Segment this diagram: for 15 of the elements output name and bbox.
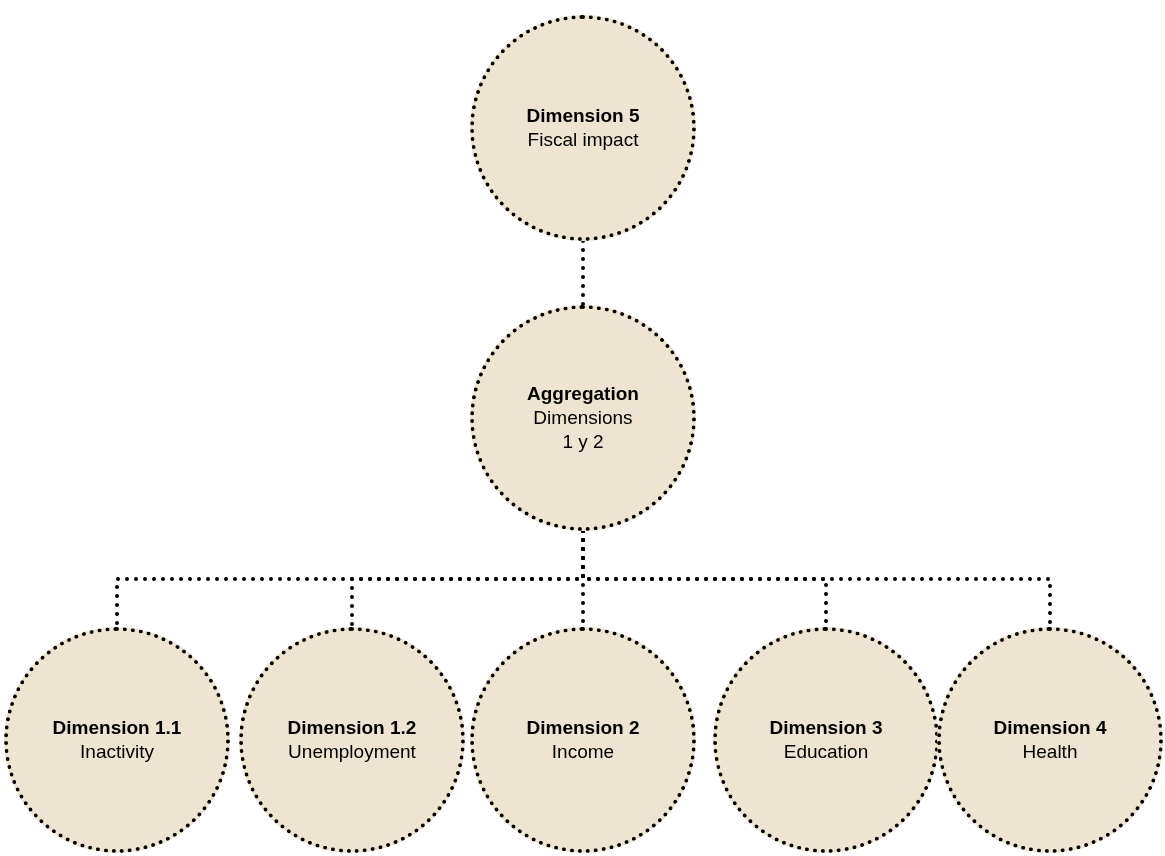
circle-heading: Dimension 5 — [526, 104, 640, 128]
circle-heading: Aggregation — [527, 382, 639, 407]
dotted-connector — [581, 239, 585, 307]
circle-text: Inactivity — [80, 740, 154, 764]
circle-text: Income — [551, 740, 615, 764]
circle-heading: Dimension 1.2 — [287, 716, 417, 740]
circle-text: Health — [1022, 740, 1078, 764]
circle-text: Education — [783, 740, 869, 764]
circle-heading: Dimension 1.1 — [52, 716, 182, 740]
circle-heading: Dimension 3 — [769, 716, 883, 740]
circle-heading: Dimension 2 — [526, 716, 640, 740]
circle-heading: Dimension 4 — [993, 716, 1107, 740]
circle-text: Fiscal impact — [527, 128, 639, 152]
circle-text: Unemployment — [288, 740, 416, 764]
circle-text: Dimensions 1 y 2 — [532, 406, 634, 454]
